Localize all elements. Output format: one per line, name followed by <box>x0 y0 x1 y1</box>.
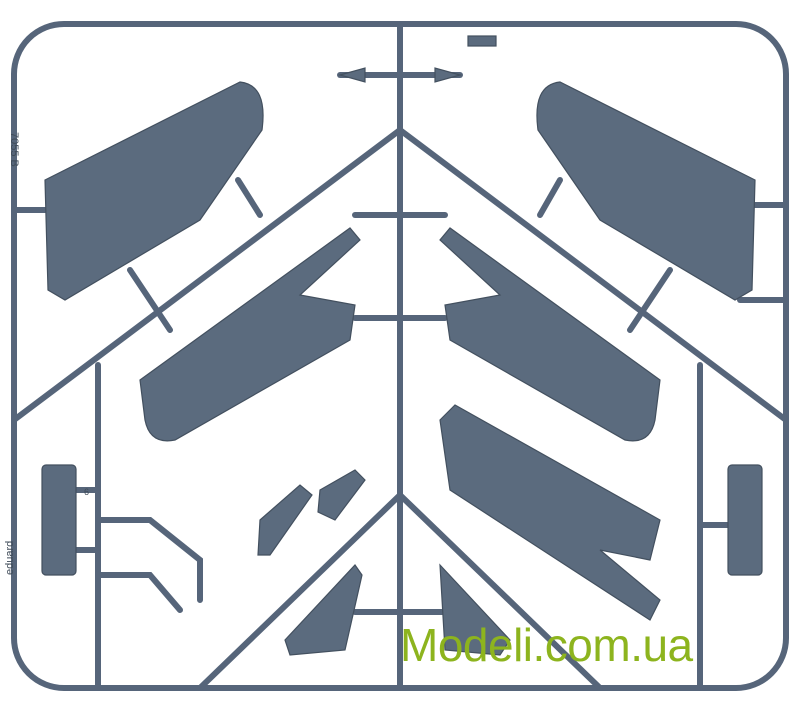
wing-part-upper-right <box>536 81 756 301</box>
lower-v-runner <box>197 490 603 691</box>
wing-part-middle-left <box>139 227 361 442</box>
flap-part-a <box>257 484 313 556</box>
brand-mark: eduard <box>4 540 16 575</box>
frame-code-label: 7055 B <box>8 132 20 167</box>
sprue-parts <box>41 35 763 656</box>
upper-v-runner <box>11 126 789 423</box>
part-number-label: 6 <box>84 487 90 497</box>
wing-part-lower-right <box>439 404 661 621</box>
drop-tank-left <box>41 464 77 576</box>
fin-part-right <box>439 563 511 656</box>
flap-part-b <box>317 469 366 521</box>
wing-part-upper-left <box>44 81 264 301</box>
fin-part-left <box>284 564 363 656</box>
watermark: Modeli.com.ua <box>400 619 693 671</box>
wing-part-middle-right <box>439 227 661 442</box>
drop-tank-right <box>727 464 763 576</box>
sprue-runners <box>11 21 789 691</box>
